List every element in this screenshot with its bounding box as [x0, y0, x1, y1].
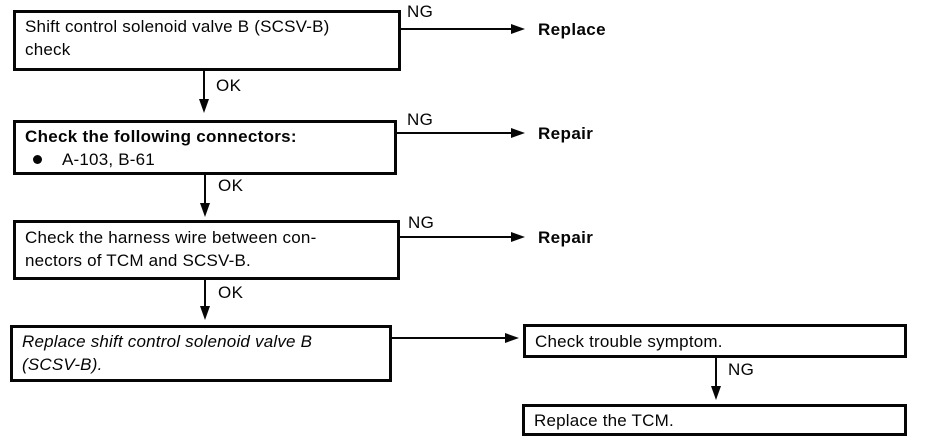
step-text-line: Check the harness wire between con-	[25, 228, 317, 247]
connector-ok-1	[203, 71, 205, 101]
connector-ng-1	[401, 28, 511, 30]
step-box-check-connectors: Check the following connectors: A-103, B…	[13, 120, 397, 175]
step-text-line: Replace shift control solenoid valve B	[22, 332, 313, 351]
step-box-check-harness: Check the harness wire between con- nect…	[13, 220, 400, 280]
arrowhead-right-icon	[505, 333, 519, 343]
connector-ok-2	[204, 175, 206, 203]
edge-label-ng: NG	[728, 360, 755, 379]
arrowhead-right-icon	[511, 232, 525, 242]
arrowhead-down-icon	[199, 99, 209, 113]
edge-label-ok: OK	[216, 76, 242, 95]
arrowhead-down-icon	[711, 386, 721, 400]
connector-ids: A-103, B-61	[62, 150, 155, 169]
connector-ng-2	[397, 132, 511, 134]
arrowhead-right-icon	[511, 24, 525, 34]
step-box-check-symptom: Check trouble symptom.	[523, 324, 907, 358]
arrowhead-right-icon	[511, 128, 525, 138]
edge-label-ok: OK	[218, 283, 244, 302]
edge-label-ng: NG	[408, 213, 435, 232]
connector-replace-to-symptom	[392, 337, 505, 339]
arrowhead-down-icon	[200, 203, 210, 217]
connector-ng-3	[400, 236, 511, 238]
edge-label-ng: NG	[407, 2, 434, 21]
action-repair: Repair	[538, 124, 594, 143]
step-text-line: Shift control solenoid valve B (SCSV-B)	[25, 17, 330, 36]
edge-label-ok: OK	[218, 176, 244, 195]
step-text-line: (SCSV-B).	[22, 355, 103, 374]
step-box-replace-tcm: Replace the TCM.	[522, 404, 907, 436]
bullet-item: A-103, B-61	[25, 148, 388, 171]
action-replace: Replace	[538, 20, 607, 39]
step-text-line: check	[25, 40, 71, 59]
step-box-scsv-check: Shift control solenoid valve B (SCSV-B) …	[13, 10, 401, 71]
connector-ng-4	[715, 358, 717, 386]
edge-label-ng: NG	[407, 110, 434, 129]
bullet-icon	[33, 155, 42, 164]
step-text-line: Replace the TCM.	[534, 410, 674, 430]
arrowhead-down-icon	[200, 306, 210, 320]
step-text-line: nectors of TCM and SCSV-B.	[25, 251, 251, 270]
connector-ok-3	[204, 280, 206, 306]
action-repair: Repair	[538, 228, 594, 247]
step-text-line: Check trouble symptom.	[535, 331, 723, 351]
step-text-line: Check the following connectors:	[25, 127, 297, 146]
step-box-replace-valve: Replace shift control solenoid valve B (…	[10, 325, 392, 382]
